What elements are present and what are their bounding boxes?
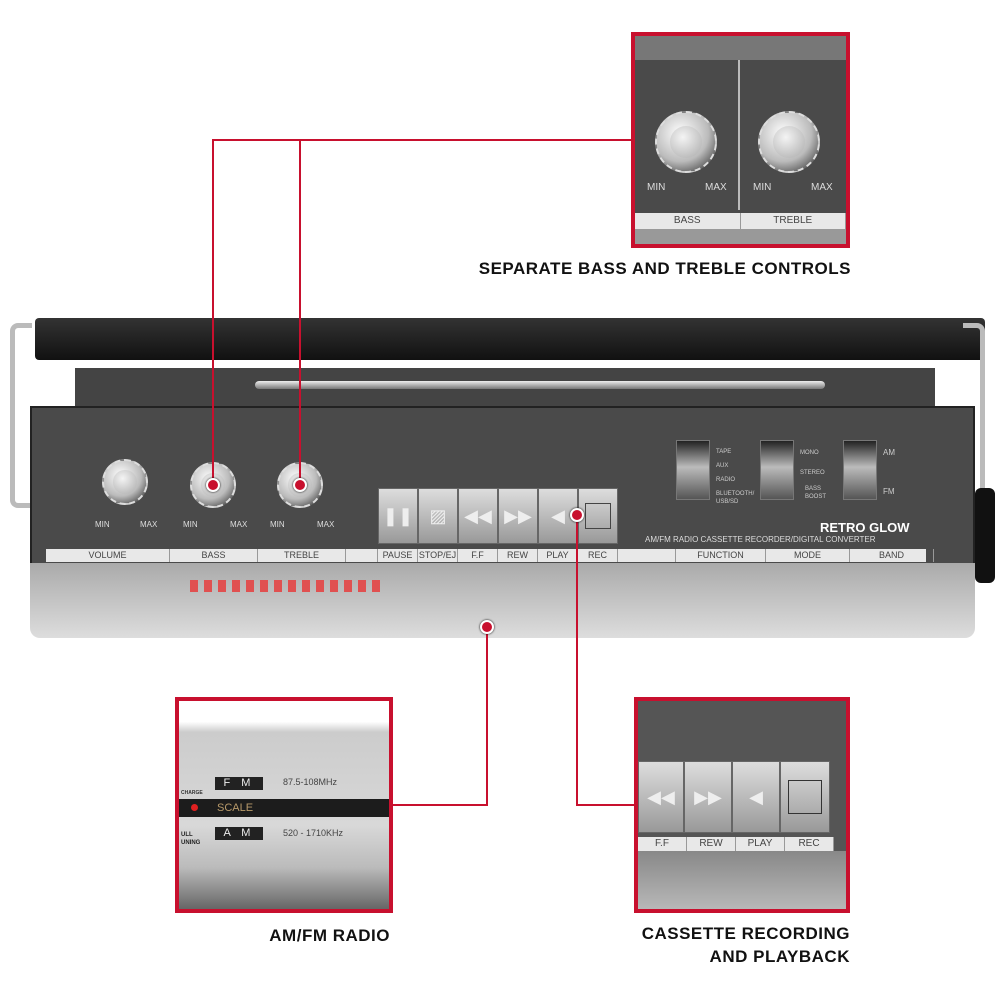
connector-line bbox=[393, 804, 488, 806]
device-subtitle: AM/FM RADIO CASSETTE RECORDER/DIGITAL CO… bbox=[645, 535, 876, 544]
stop-eject-button[interactable]: ▨ bbox=[418, 488, 458, 544]
label-bass: BASS bbox=[170, 549, 258, 562]
rewind-button[interactable]: ▶▶ bbox=[498, 488, 538, 544]
play-button[interactable]: ◀ bbox=[538, 488, 578, 544]
min-label: MIN bbox=[183, 520, 198, 529]
hotspot-cassette bbox=[570, 508, 584, 522]
cassette-labels: F.F REW PLAY REC bbox=[638, 837, 834, 851]
rec-button-closeup bbox=[780, 761, 830, 833]
play-label: PLAY bbox=[736, 837, 785, 851]
mode-option: STEREO bbox=[800, 470, 825, 476]
rew-label: REW bbox=[687, 837, 736, 851]
label-stop: STOP/EJ bbox=[418, 549, 458, 562]
am-badge: A M bbox=[215, 827, 263, 840]
fm-badge: F M bbox=[215, 777, 263, 790]
volume-knob[interactable] bbox=[102, 459, 148, 505]
connector-line bbox=[299, 139, 301, 485]
max-label: MAX bbox=[140, 520, 158, 529]
mode-option: BASS BOOST bbox=[805, 486, 827, 500]
connector-line bbox=[212, 139, 632, 141]
label-rew: REW bbox=[498, 549, 538, 562]
rew-button-closeup: ▶▶ bbox=[684, 761, 732, 833]
min-label: MIN bbox=[270, 520, 285, 529]
treble-knob-closeup bbox=[758, 111, 820, 173]
min-label: MIN bbox=[753, 182, 772, 193]
connector-line bbox=[486, 627, 488, 806]
label-band: BAND bbox=[850, 549, 934, 562]
function-option: TAPE bbox=[716, 449, 732, 455]
caption-line: AND PLAYBACK bbox=[709, 947, 850, 966]
function-switch[interactable] bbox=[676, 440, 710, 500]
fm-range: 87.5-108MHz bbox=[283, 777, 338, 787]
clear-lower-panel bbox=[30, 563, 975, 638]
handle-left bbox=[10, 323, 32, 508]
max-label: MAX bbox=[705, 182, 727, 193]
pause-button[interactable]: ❚❚ bbox=[378, 488, 418, 544]
band-switch[interactable] bbox=[843, 440, 877, 500]
am-range: 520 - 1710KHz bbox=[283, 828, 344, 838]
antenna bbox=[255, 381, 825, 389]
label-mode: MODE bbox=[766, 549, 850, 562]
connector-line bbox=[576, 804, 634, 806]
bass-treble-labels: BASS TREBLE bbox=[635, 213, 846, 229]
charge-indicator bbox=[191, 804, 198, 811]
label-treble: TREBLE bbox=[258, 549, 346, 562]
label-function: FUNCTION bbox=[676, 549, 766, 562]
play-button-closeup: ◀ bbox=[732, 761, 780, 833]
bass-knob-closeup bbox=[655, 111, 717, 173]
rec-label: REC bbox=[785, 837, 834, 851]
scale-label: SCALE bbox=[217, 802, 254, 814]
mode-option: MONO bbox=[800, 450, 819, 456]
radio-callout: F M 87.5-108MHz CHARGE SCALE A M 520 - 1… bbox=[175, 697, 393, 913]
fast-forward-button[interactable]: ◀◀ bbox=[458, 488, 498, 544]
connector-line bbox=[576, 515, 578, 806]
cassette-callout: ◀◀ ▶▶ ◀ F.F REW PLAY REC bbox=[634, 697, 850, 913]
mode-switch[interactable] bbox=[760, 440, 794, 500]
label-ff: F.F bbox=[458, 549, 498, 562]
charge-label: CHARGE bbox=[181, 790, 203, 796]
ff-label: F.F bbox=[638, 837, 687, 851]
treble-label: TREBLE bbox=[741, 213, 846, 229]
max-label: MAX bbox=[230, 520, 248, 529]
caption-line: CASSETTE RECORDING bbox=[641, 924, 850, 943]
min-label: MIN bbox=[647, 182, 666, 193]
bass-treble-callout: MIN MAX MIN MAX BASS TREBLE bbox=[631, 32, 850, 248]
control-labels: VOLUME BASS TREBLE PAUSE STOP/EJ F.F REW… bbox=[46, 549, 934, 562]
label-pause: PAUSE bbox=[378, 549, 418, 562]
radio-caption: AM/FM RADIO bbox=[269, 926, 390, 945]
level-meter bbox=[190, 580, 385, 592]
label-volume: VOLUME bbox=[46, 549, 170, 562]
tuning-knob[interactable] bbox=[975, 488, 995, 583]
hotspot-treble bbox=[293, 478, 307, 492]
band-option: FM bbox=[883, 487, 895, 496]
max-label: MAX bbox=[811, 182, 833, 193]
ff-button-closeup: ◀◀ bbox=[638, 761, 684, 833]
brand-logo: RETRO GLOW bbox=[820, 520, 910, 535]
band-option: AM bbox=[883, 448, 895, 457]
hotspot-bass bbox=[206, 478, 220, 492]
function-option: RADIO bbox=[716, 477, 736, 483]
label-rec: REC bbox=[578, 549, 618, 562]
bass-treble-caption: SEPARATE BASS AND TREBLE CONTROLS bbox=[478, 259, 851, 278]
min-label: MIN bbox=[95, 520, 110, 529]
carry-handle bbox=[35, 318, 985, 360]
label-play: PLAY bbox=[538, 549, 578, 562]
connector-line bbox=[212, 139, 214, 485]
hotspot-radio bbox=[480, 620, 494, 634]
bass-label: BASS bbox=[635, 213, 741, 229]
record-button[interactable] bbox=[578, 488, 618, 544]
cassette-caption: CASSETTE RECORDING AND PLAYBACK bbox=[560, 922, 850, 968]
tuning-label: ULL UNING bbox=[181, 832, 201, 846]
function-option: AUX bbox=[716, 463, 729, 469]
function-option: BLUETOOTH/ USB/SD bbox=[716, 491, 755, 505]
max-label: MAX bbox=[317, 520, 335, 529]
